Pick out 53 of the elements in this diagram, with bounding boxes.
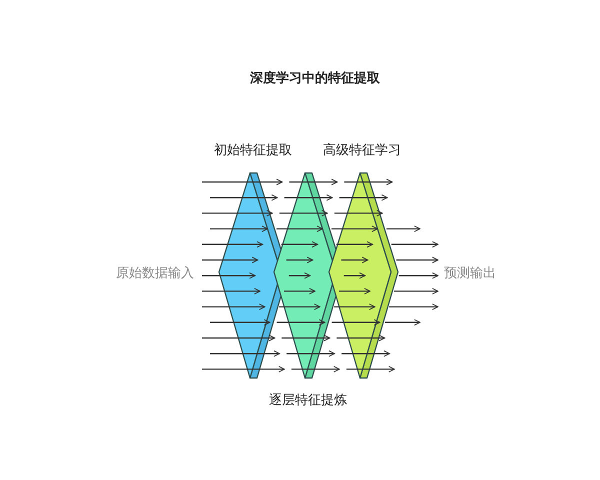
arrow [202, 272, 256, 279]
arrow [398, 272, 438, 279]
arrow [202, 178, 283, 186]
arrow [210, 226, 268, 232]
arrow [332, 319, 380, 326]
arrow [276, 226, 323, 232]
arrow [279, 210, 328, 216]
arrow [286, 350, 335, 357]
layer-caption: 高级特征学习 [323, 142, 401, 159]
arrow [342, 350, 390, 357]
arrow [210, 194, 278, 201]
arrow [281, 241, 318, 248]
arrow [336, 241, 374, 248]
arrow [286, 256, 314, 264]
arrow [334, 304, 376, 310]
arrow [341, 256, 368, 264]
arrow [344, 272, 366, 279]
arrow [396, 256, 438, 264]
arrow [391, 241, 438, 248]
diagram-title: 深度学习中的特征提取 [250, 70, 380, 87]
arrow [284, 194, 333, 201]
arrow [385, 319, 420, 326]
arrow [210, 350, 280, 357]
layer-prism [328, 172, 399, 379]
arrow [202, 256, 258, 264]
arrow [291, 366, 340, 372]
arrow [282, 334, 330, 342]
output-label: 预测输出 [444, 264, 496, 282]
arrow [202, 334, 276, 342]
arrow [389, 304, 438, 310]
layer-caption: 初始特征提取 [214, 142, 292, 159]
arrow [336, 334, 386, 342]
arrow [346, 366, 395, 372]
arrow [202, 241, 264, 248]
process-caption: 逐层特征提炼 [269, 392, 347, 409]
arrow [339, 194, 388, 201]
arrow [334, 210, 383, 216]
arrow [289, 178, 338, 186]
arrow [276, 319, 326, 326]
arrow [202, 304, 266, 310]
arrow [202, 288, 260, 294]
arrow [339, 288, 370, 294]
arrow [386, 226, 420, 232]
arrow [202, 210, 273, 216]
arrow [279, 304, 320, 310]
arrow [394, 288, 438, 294]
arrow [202, 366, 285, 372]
arrow [284, 288, 316, 294]
arrow [344, 178, 393, 186]
input-label: 原始数据输入 [116, 264, 194, 282]
arrow [210, 319, 270, 326]
arrow [331, 226, 378, 232]
arrow [288, 272, 311, 279]
